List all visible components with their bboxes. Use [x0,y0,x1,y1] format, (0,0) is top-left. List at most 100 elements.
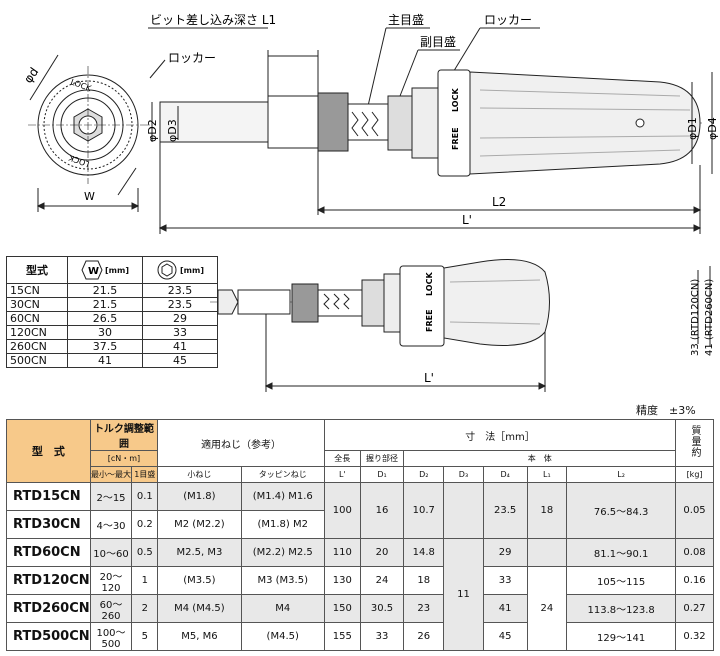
lock-label-bottom: LOCK [425,272,434,296]
spec-cell-tap: M4 [240,594,325,623]
free-label-top: FREE [451,127,460,150]
size-cell-d: 23.5 [142,297,218,312]
spec-cell-range: 60～260 [89,594,133,623]
w-dim-label: W [84,190,95,203]
spec-cell-model: RTD15CN [6,482,91,511]
spec-cell-L2: 113.8～123.8 [566,594,677,623]
spec-cell-tap: (M2.2) M2.5 [240,538,325,567]
spec-cell-D4: 45 [482,622,528,651]
header-D4: D₄ [482,466,528,483]
spec-cell-small: (M3.5) [157,566,242,595]
spec-cell-small: M5, M6 [157,622,242,651]
width-size-table: 型式 W [mm] [mm] [6,256,218,368]
phi-D3-label: φD3 [166,119,179,142]
driver-side-view [159,69,702,177]
bit-depth-label: ビット差し込み深さ L1 [150,13,276,27]
header-total: 全長 [323,450,361,467]
spec-cell-D1: 30.5 [359,594,405,623]
header-mass: 質量約 [689,425,701,458]
L2-label: L2 [492,195,506,209]
spec-cell-range: 100～500 [89,622,133,651]
free-label-bottom: FREE [425,309,434,332]
bottom-technical-drawing: FREE LOCK L' 33 (RTD120CN) 41 (RTD260CN) [210,259,715,392]
spec-cell-tap: (M1.8) M2 [240,510,325,539]
spec-cell-model: RTD260CN [6,594,91,623]
spec-cell-range: 20～120 [89,566,133,595]
spec-cell-D3-shared: 11 [443,538,484,651]
size-cell-model: 120CN [6,325,68,340]
spec-cell-L1-shared: 24 [526,566,568,651]
header-torque-unit: [cN・m] [89,450,159,467]
header-screws: 適用ねじ（参考） [157,419,325,467]
locker-label-left: ロッカー [168,51,216,65]
accuracy-note: 精度 ±3% [636,404,696,417]
spec-cell-mass: 0.32 [675,622,714,651]
size-cell-w: 21.5 [67,283,143,298]
hex-w-icon: W [81,260,103,280]
spec-cell-L2: 76.5～84.3 [566,482,677,539]
spec-cell-mass: 0.05 [675,482,714,539]
spec-cell-tap: M3 (M3.5) [240,566,325,595]
lock-label-top: LOCK [451,88,460,112]
spec-cell-model: RTD30CN [6,510,91,539]
header-step: 1目盛 [131,466,159,483]
header-D2: D₂ [403,466,445,483]
header-body: 本 体 [403,450,677,467]
size-cell-d: 23.5 [142,283,218,298]
header-torque: トルク調整範囲 [89,419,159,451]
spec-cell-L2: 129～141 [566,622,677,651]
top-technical-drawing: φd W LOCK LOCK ロッカー ビット差し込み深さ L1 主目盛 副目盛… [21,12,719,234]
spec-cell-small: M2 (M2.2) [157,510,242,539]
dimension-lines-top [151,50,713,234]
locker-label-right: ロッカー [484,13,532,27]
header-D1: D₁ [359,466,405,483]
spec-cell-D2: 18 [403,566,445,595]
spec-cell-D2: 26 [403,622,445,651]
spec-cell-D2: 14.8 [403,538,445,567]
spec-cell-D4: 23.5 [482,482,528,539]
w-unit: [mm] [105,265,129,275]
spec-cell-tap: (M1.4) M1.6 [240,482,325,511]
spec-cell-D1: 24 [359,566,405,595]
size-cell-w: 37.5 [67,339,143,354]
spec-cell-D1: 16 [359,482,405,539]
phi-D4-label: φD4 [706,117,719,140]
size-cell-w: 30 [67,325,143,340]
size-cell-model: 60CN [6,311,68,326]
size-cell-w: 26.5 [67,311,143,326]
spec-cell-D1: 20 [359,538,405,567]
spec-cell-tap: (M4.5) [240,622,325,651]
spec-cell-model: RTD60CN [6,538,91,567]
size-cell-model: 260CN [6,339,68,354]
size-cell-model: 30CN [6,297,68,312]
spec-cell-D4: 33 [482,566,528,595]
size-cell-w: 21.5 [67,297,143,312]
dim-41-label: 41 (RTD260CN) [704,279,715,356]
spec-cell-range: 4～30 [89,510,133,539]
spec-cell-L2: 81.1～90.1 [566,538,677,567]
spec-cell-step: 5 [131,622,159,651]
spec-cell-mass: 0.08 [675,538,714,567]
spec-cell-L: 150 [323,594,361,623]
spec-cell-step: 0.5 [131,538,159,567]
spec-cell-small: (M1.8) [157,482,242,511]
size-cell-model: 500CN [6,353,68,368]
size-cell-model: 15CN [6,283,68,298]
end-view [28,54,148,212]
phi-D2-label: φD2 [146,119,159,142]
spec-cell-D4: 29 [482,538,528,567]
header-model: 型 式 [6,419,91,483]
phi-d-icon [157,260,177,280]
spec-cell-L: 110 [323,538,361,567]
spec-cell-D4: 41 [482,594,528,623]
